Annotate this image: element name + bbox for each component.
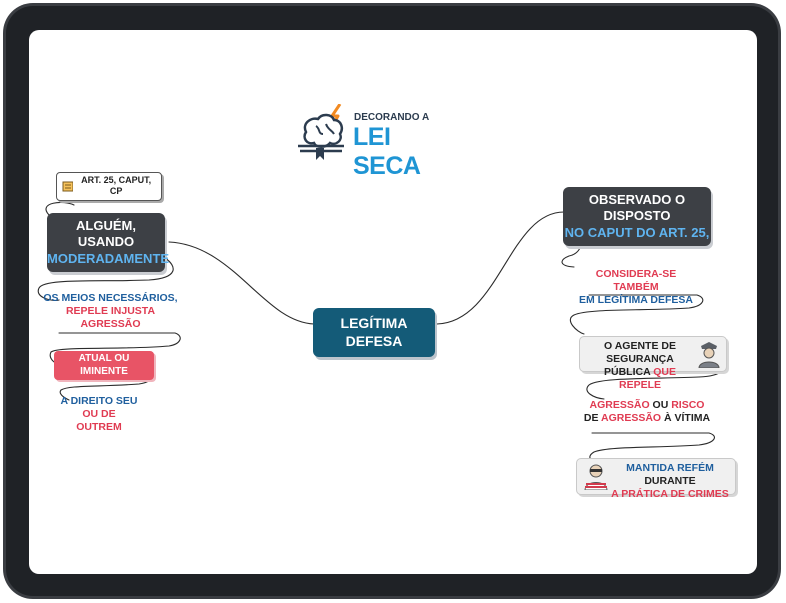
also-considered-text: CONSIDERA-SE TAMBÉM EM LEGÍTIMA DEFESA: [577, 268, 695, 307]
aggression-of: DE: [583, 412, 599, 425]
connector-right: [436, 211, 565, 325]
aggression-risk: RISCO: [671, 399, 705, 411]
imminent-pill: ATUAL OU IMINENTE: [54, 351, 154, 380]
left-title-node: ALGUÉM, USANDO MODERADAMENTE: [47, 213, 170, 272]
left-title-line1: ALGUÉM, USANDO: [76, 218, 136, 250]
right-title-line2: NO CAPUT DO ART. 25,: [564, 224, 710, 240]
logo: DECORANDO A LEI SECA: [298, 102, 448, 180]
means-line2: REPELE INJUSTA AGRESSÃO: [65, 305, 156, 331]
underline-right-3: [586, 359, 724, 400]
also-considered-line1: CONSIDERA-SE TAMBÉM: [595, 268, 677, 294]
right-of-person-line2: OU DE OUTREM: [76, 408, 122, 434]
security-agent-public: PÚBLICA: [604, 366, 651, 379]
logo-main-text: LEI SECA: [353, 123, 421, 180]
right-of-person-line1: A DIREITO SEU: [60, 395, 138, 407]
aggression-word-1: AGRESSÃO: [589, 399, 650, 411]
reference-tag: ART. 25, CAPUT, CP: [56, 172, 162, 201]
center-node-legitima-defesa: LEGÍTIMA DEFESA: [313, 308, 435, 357]
police-officer-icon: [698, 342, 720, 368]
left-title-line2: MODERADAMENTE: [47, 250, 170, 266]
right-of-person-text: A DIREITO SEU OU DE OUTREM: [59, 395, 139, 434]
aggression-word-2: AGRESSÃO: [601, 412, 662, 425]
mind-map-screen: DECORANDO A LEI SECA LEGÍTIMA DEFESA ART…: [29, 30, 757, 574]
hostage-during: DURANTE: [644, 475, 696, 488]
imminent-label: ATUAL OU IMINENTE: [78, 353, 130, 377]
means-line1: OS MEIOS NECESSÁRIOS,: [43, 292, 178, 304]
aggression-text: AGRESSÃO OU RISCO DE AGRESSÃO À VÍTIMA: [577, 399, 717, 425]
hostage-box: MANTIDA REFÉM DURANTE A PRÁTICA DE CRIME…: [576, 458, 736, 500]
underline-right-2: [569, 294, 704, 335]
connector-left: [168, 241, 315, 325]
aggression-or: OU: [652, 399, 669, 411]
logo-top-text: DECORANDO A: [354, 112, 430, 123]
prisoner-icon: [584, 464, 608, 490]
hostage-line2: A PRÁTICA DE CRIMES: [611, 488, 729, 501]
also-considered-line2: EM LEGÍTIMA DEFESA: [579, 294, 693, 307]
means-text: OS MEIOS NECESSÁRIOS, REPELE INJUSTA AGR…: [43, 292, 178, 331]
underline-left-2: [37, 257, 174, 302]
right-title-node: OBSERVADO O DISPOSTO NO CAPUT DO ART. 25…: [563, 187, 711, 246]
center-node-label: LEGÍTIMA DEFESA: [340, 315, 408, 349]
security-agent-repels: QUE REPELE: [618, 366, 676, 392]
law-book-icon: [62, 181, 74, 192]
underline-left-1: [45, 201, 75, 216]
security-agent-line1: O AGENTE DE SEGURANÇA: [604, 340, 676, 366]
aggression-victim: À VÍTIMA: [664, 412, 711, 425]
right-title-line1: OBSERVADO O DISPOSTO: [588, 192, 686, 224]
underline-left-3: [49, 332, 181, 366]
brain-book-icon: [298, 104, 344, 160]
hostage-kept: MANTIDA REFÉM: [626, 462, 714, 474]
security-agent-box: O AGENTE DE SEGURANÇA PÚBLICA QUE REPELE: [579, 336, 727, 391]
reference-label: ART. 25, CAPUT, CP: [81, 175, 152, 197]
